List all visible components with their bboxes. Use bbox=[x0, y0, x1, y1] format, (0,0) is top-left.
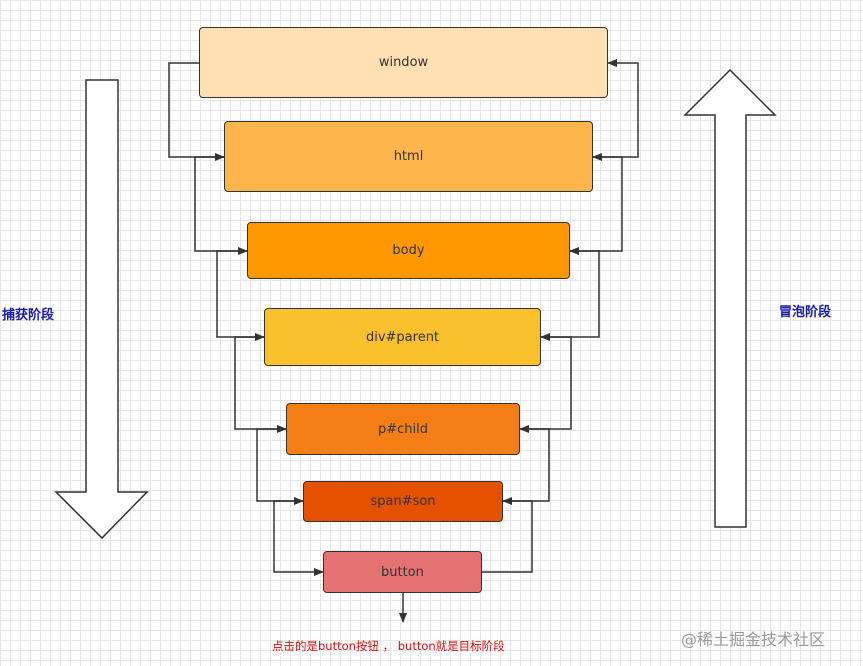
bubble-arrow bbox=[683, 68, 777, 528]
node-html: html bbox=[224, 121, 593, 192]
bubble-connectors bbox=[482, 59, 639, 573]
capture-arrow bbox=[54, 79, 149, 540]
node-html-label: html bbox=[393, 149, 424, 164]
capture-span-son-to-button bbox=[273, 500, 324, 576]
node-p-child: p#child bbox=[286, 403, 520, 455]
node-window: window bbox=[199, 27, 608, 98]
target-phase-caption: 点击的是button按钮 ， button就是目标阶段 bbox=[272, 639, 505, 653]
capture-connectors bbox=[168, 62, 324, 576]
node-span-son: span#son bbox=[303, 481, 503, 522]
node-button: button bbox=[323, 551, 482, 593]
node-div-parent: div#parent bbox=[264, 308, 541, 366]
node-span-son-label: span#son bbox=[370, 494, 436, 509]
bubble-phase-label: 冒泡阶段 bbox=[779, 305, 832, 320]
node-button-label: button bbox=[381, 564, 424, 580]
node-body-label: body bbox=[392, 243, 425, 258]
node-window-label: window bbox=[378, 55, 429, 70]
capture-phase-label: 捕获阶段 bbox=[2, 308, 55, 323]
watermark: @稀土掘金技术社区 bbox=[681, 630, 826, 649]
bubble-html-to-window bbox=[593, 59, 639, 158]
node-p-child-label: p#child bbox=[377, 421, 428, 437]
node-div-parent-label: div#parent bbox=[365, 329, 440, 345]
node-body: body bbox=[247, 222, 570, 279]
